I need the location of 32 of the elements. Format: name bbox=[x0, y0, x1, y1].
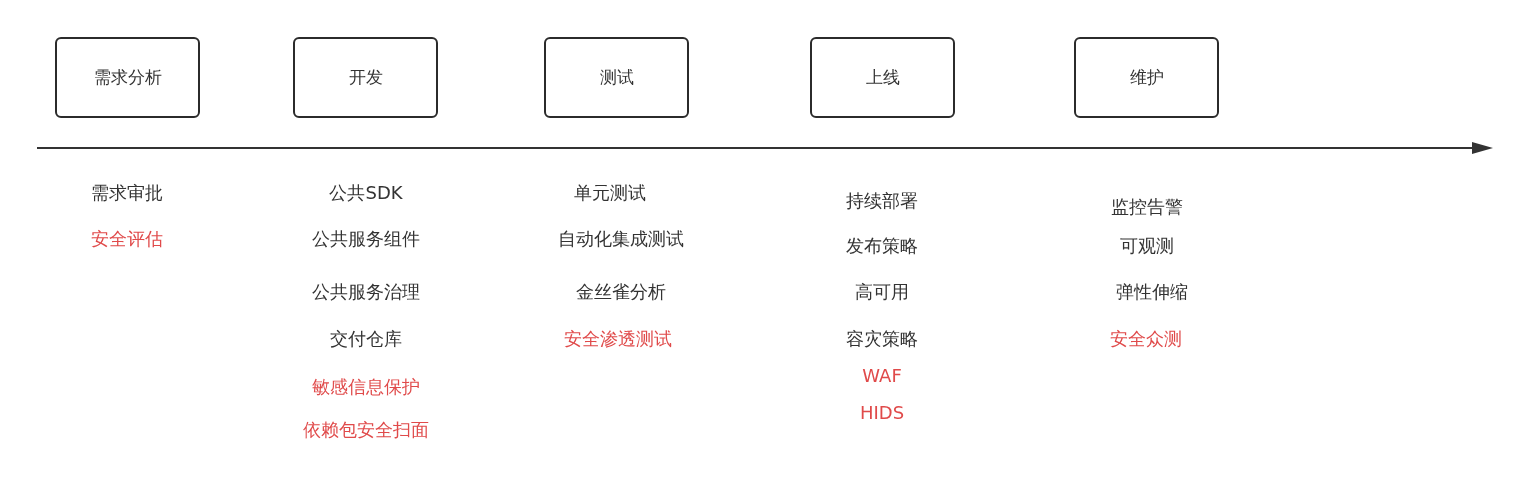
task-label: 发布策略 bbox=[846, 235, 918, 257]
stage-label: 开发 bbox=[348, 65, 383, 89]
stage-label: 上线 bbox=[865, 65, 900, 89]
task-label: WAF bbox=[862, 365, 902, 387]
stage-box bbox=[293, 37, 438, 118]
task-label: 敏感信息保护 bbox=[312, 376, 420, 398]
task-label: 弹性伸缩 bbox=[1116, 281, 1188, 303]
task-label: 需求审批 bbox=[91, 182, 163, 204]
stage-box bbox=[55, 37, 200, 118]
task-label: 交付仓库 bbox=[330, 328, 402, 350]
task-label: 可观测 bbox=[1120, 235, 1174, 257]
task-label: 公共服务治理 bbox=[312, 281, 420, 303]
stage-box bbox=[810, 37, 955, 118]
stage-label: 需求分析 bbox=[93, 65, 162, 89]
task-label: 单元测试 bbox=[574, 182, 646, 204]
task-label: HIDS bbox=[859, 402, 905, 424]
stage-box bbox=[544, 37, 689, 118]
task-label: 容灾策略 bbox=[846, 328, 918, 350]
task-label: 安全渗透测试 bbox=[564, 328, 672, 350]
task-label: 持续部署 bbox=[846, 190, 918, 212]
task-label: 安全众测 bbox=[1110, 328, 1182, 350]
task-label: 金丝雀分析 bbox=[576, 281, 666, 303]
task-label: 安全评估 bbox=[91, 228, 163, 250]
stage-label: 维护 bbox=[1129, 65, 1164, 89]
task-label: 公共服务组件 bbox=[312, 228, 420, 250]
stage-label: 测试 bbox=[599, 65, 634, 89]
task-label: 自动化集成测试 bbox=[558, 228, 684, 250]
task-label: 监控告警 bbox=[1111, 196, 1183, 218]
task-label: 公共SDK bbox=[329, 182, 403, 204]
stage-box bbox=[1074, 37, 1219, 118]
task-label: 高可用 bbox=[855, 281, 909, 303]
task-label: 依赖包安全扫面 bbox=[303, 419, 429, 441]
